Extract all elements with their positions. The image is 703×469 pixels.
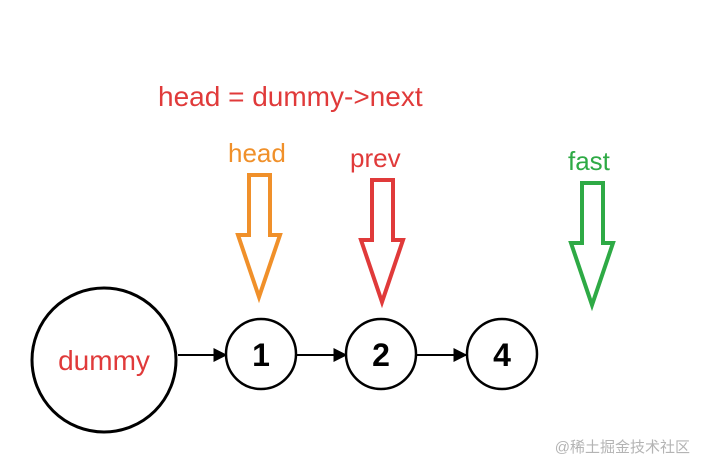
pointer-label-fast: fast <box>568 146 611 176</box>
pointer-label-prev: prev <box>350 143 401 173</box>
node-dummy-label: dummy <box>58 345 150 376</box>
node-1-label: 1 <box>252 337 270 373</box>
node-4-label: 4 <box>493 337 511 373</box>
node-4 <box>465 317 539 391</box>
watermark: @稀土掘金技术社区 <box>555 439 690 456</box>
node-1 <box>224 317 298 391</box>
node-2-label: 2 <box>372 337 390 373</box>
caption-text: head = dummy->next <box>158 81 423 112</box>
prev-pointer-arrow <box>358 178 406 309</box>
node-dummy <box>30 286 178 434</box>
fast-pointer-arrow <box>568 181 616 312</box>
pointer-label-head: head <box>228 138 286 168</box>
head-pointer-arrow <box>235 173 283 304</box>
node-2 <box>344 317 418 391</box>
